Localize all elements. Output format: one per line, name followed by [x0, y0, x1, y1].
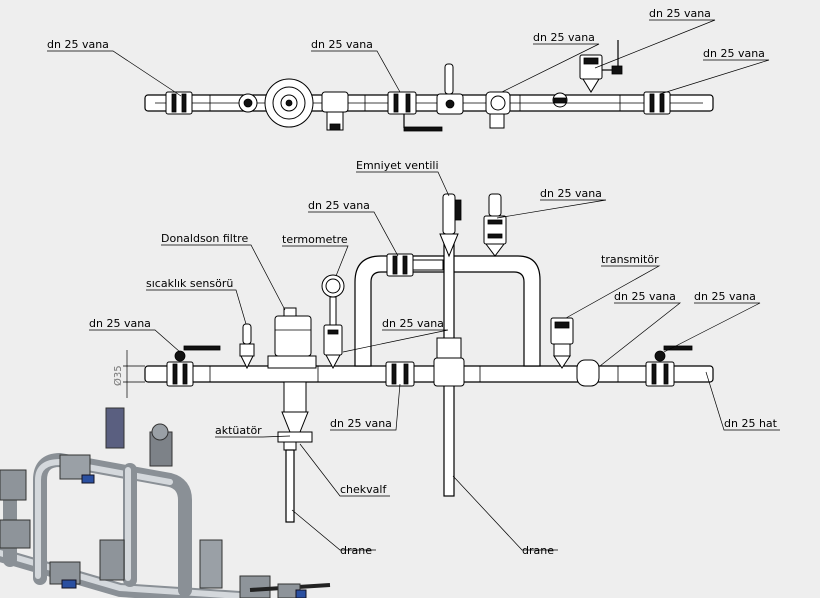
donaldson-filter-symbol[interactable]	[267, 307, 317, 369]
label-thermometer: termometre	[282, 233, 348, 246]
bypass-valve-right-symbol[interactable]	[483, 193, 507, 257]
label-transmitter: transmitör	[601, 253, 659, 266]
top-valve-2-symbol[interactable]	[387, 91, 443, 132]
label-actuator: aktüatör	[215, 424, 262, 437]
label-safety-valve: Emniyet ventili	[356, 159, 439, 172]
dimension-label: Ø35	[112, 365, 124, 386]
right-union-symbol	[576, 359, 600, 387]
actuator-symbol[interactable]	[277, 381, 313, 523]
drain-tee-symbol	[433, 337, 465, 387]
top-safety-symbol	[436, 63, 464, 115]
label-right-valve-1: dn 25 vana	[614, 290, 676, 303]
main-valve-left-symbol[interactable]	[166, 345, 221, 387]
safety-valve-symbol[interactable]	[439, 193, 462, 258]
main-pipeline	[144, 365, 714, 383]
thermometer-symbol[interactable]	[321, 274, 345, 370]
main-valve-right-symbol[interactable]	[645, 345, 693, 387]
label-main-valve-left: dn 25 vana	[89, 317, 151, 330]
top-valve-5-symbol[interactable]	[643, 91, 671, 115]
label-bypass-valve-left: dn 25 vana	[308, 199, 370, 212]
label-drain-center: drane	[522, 544, 554, 557]
top-union-symbol	[238, 93, 258, 113]
top-gauge-symbol	[552, 92, 568, 108]
dimension-mark	[123, 350, 145, 398]
label-main-valve-center: dn 25 vana	[382, 317, 444, 330]
top-valve-4-symbol[interactable]	[579, 40, 623, 93]
bypass-valve-left-symbol[interactable]	[386, 253, 444, 277]
label-top-valve-2: dn 25 vana	[311, 38, 373, 51]
bypass-loop	[354, 255, 541, 367]
label-line: dn 25 hat	[724, 417, 778, 430]
top-valve-1-symbol[interactable]	[165, 91, 193, 115]
transmitter-symbol[interactable]	[550, 317, 574, 369]
flow-meter-symbol[interactable]	[264, 78, 314, 128]
label-drain-left: drane	[340, 544, 372, 557]
label-temp-sensor: sıcaklık sensörü	[146, 277, 233, 290]
label-top-valve-4: dn 25 vana	[649, 7, 711, 20]
label-bypass-valve-right: dn 25 vana	[540, 187, 602, 200]
label-top-valve-3: dn 25 vana	[533, 31, 595, 44]
label-check-valve: chekvalf	[340, 483, 387, 496]
temperature-sensor-symbol[interactable]	[239, 323, 255, 370]
label-lower-valve: dn 25 vana	[330, 417, 392, 430]
label-right-valve-2: dn 25 vana	[694, 290, 756, 303]
main-valve-center-symbol[interactable]	[385, 361, 415, 387]
label-top-valve-5: dn 25 vana	[703, 47, 765, 60]
top-strainer-symbol	[321, 91, 349, 131]
isometric-3d-view	[0, 407, 331, 598]
label-filter: Donaldson filtre	[161, 232, 248, 245]
top-pipeline	[144, 94, 714, 112]
top-valve-3-symbol[interactable]	[485, 91, 511, 129]
label-top-valve-1: dn 25 vana	[47, 38, 109, 51]
